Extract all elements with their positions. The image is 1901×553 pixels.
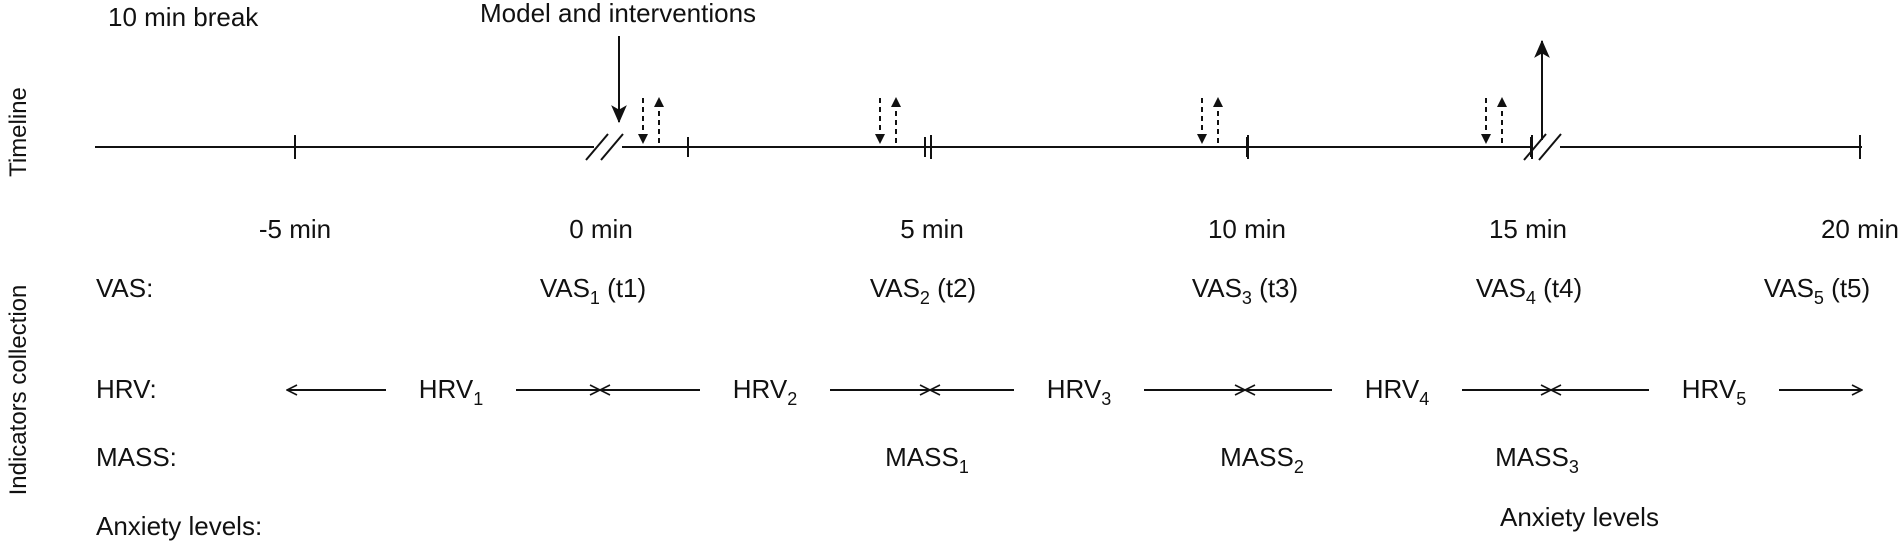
hrv-label-subscript: 5: [1736, 389, 1746, 409]
hrv-label-base: HRV: [1047, 374, 1102, 404]
vas-measurement: VAS1 (t1): [540, 273, 646, 308]
mass-measurement-base: MASS: [1220, 442, 1294, 472]
tick-label: 0 min: [569, 214, 633, 244]
timeline-tick-labels: -5 min 0 min 5 min 10 min 15 min 20 min: [259, 214, 1899, 244]
vas-measurement: VAS3 (t3): [1192, 273, 1298, 308]
tick-label: 10 min: [1208, 214, 1286, 244]
timeline-side-label: Timeline: [5, 87, 32, 177]
anxiety-result-label: Anxiety levels: [1500, 502, 1659, 532]
hrv-label-subscript: 2: [787, 389, 797, 409]
vas-measurement-time: (t3): [1252, 273, 1298, 303]
tick-label: 15 min: [1489, 214, 1567, 244]
mass-measurement-base: MASS: [1495, 442, 1569, 472]
hrv-label-base: HRV: [1682, 374, 1737, 404]
hrv-interval: HRV4: [1245, 374, 1551, 409]
hrv-label: HRV3: [1047, 374, 1111, 409]
hrv-interval: HRV3: [930, 374, 1245, 409]
tick-label: -5 min: [259, 214, 331, 244]
vas-measurement-base: VAS: [1764, 273, 1814, 303]
mass-measurement-base: MASS: [885, 442, 959, 472]
measurement-markers: [638, 97, 1532, 157]
axis-break-mark: [585, 133, 609, 161]
hrv-interval: HRV1: [287, 374, 600, 409]
hrv-label: HRV2: [733, 374, 797, 409]
vas-measurement-time: (t2): [930, 273, 976, 303]
hrv-label-subscript: 1: [473, 389, 483, 409]
vas-row-label: VAS:: [96, 273, 153, 303]
tick-label: 5 min: [900, 214, 964, 244]
vas-measurement-subscript: 1: [590, 288, 600, 308]
hrv-label: HRV1: [419, 374, 483, 409]
anxiety-row-label: Anxiety levels:: [96, 511, 262, 541]
mass-measurement: MASS3: [1495, 442, 1579, 477]
axis-break-mark: [1538, 133, 1562, 161]
measurement-marker: [875, 97, 926, 157]
timeline-axis: [95, 133, 1862, 161]
hrv-row-label: HRV:: [96, 374, 157, 404]
hrv-label-base: HRV: [733, 374, 788, 404]
hrv-label: HRV4: [1365, 374, 1429, 409]
mass-measurement: MASS1: [885, 442, 969, 477]
vas-measurement-time: (t4): [1536, 273, 1582, 303]
vas-measurement: VAS2 (t2): [870, 273, 976, 308]
hrv-interval: HRV2: [600, 374, 930, 409]
measurement-marker: [1197, 97, 1248, 157]
hrv-label-base: HRV: [419, 374, 474, 404]
vas-measurement-subscript: 4: [1526, 288, 1536, 308]
vas-measurement: VAS5 (t5): [1764, 273, 1870, 308]
vas-measurement-base: VAS: [1192, 273, 1242, 303]
vas-measurement-time: (t5): [1824, 273, 1870, 303]
hrv-label-subscript: 3: [1101, 389, 1111, 409]
hrv-label: HRV5: [1682, 374, 1746, 409]
mass-row-label: MASS:: [96, 442, 177, 472]
break-note: 10 min break: [108, 2, 259, 32]
measurement-marker: [638, 97, 689, 157]
mass-measurement-subscript: 3: [1569, 457, 1579, 477]
mass-measurement-subscript: 2: [1294, 457, 1304, 477]
vas-measurement-subscript: 3: [1242, 288, 1252, 308]
measurement-marker: [1481, 97, 1532, 157]
vas-measurement: VAS4 (t4): [1476, 273, 1582, 308]
mass-measurement-subscript: 1: [959, 457, 969, 477]
hrv-interval: HRV5: [1551, 374, 1862, 409]
vas-measurement-base: VAS: [1476, 273, 1526, 303]
indicators-side-label: Indicators collection: [5, 285, 32, 496]
hrv-label-base: HRV: [1365, 374, 1420, 404]
mass-measurement: MASS2: [1220, 442, 1304, 477]
vas-measurements: VAS1 (t1)VAS2 (t2)VAS3 (t3)VAS4 (t4)VAS5…: [540, 273, 1870, 308]
hrv-label-subscript: 4: [1419, 389, 1429, 409]
vas-measurement-subscript: 2: [920, 288, 930, 308]
model-interventions-note: Model and interventions: [480, 0, 756, 28]
tick-label: 20 min: [1821, 214, 1899, 244]
axis-break-mark: [600, 133, 624, 161]
vas-measurement-time: (t1): [600, 273, 646, 303]
vas-measurement-base: VAS: [540, 273, 590, 303]
vas-measurement-subscript: 5: [1814, 288, 1824, 308]
vas-measurement-base: VAS: [870, 273, 920, 303]
